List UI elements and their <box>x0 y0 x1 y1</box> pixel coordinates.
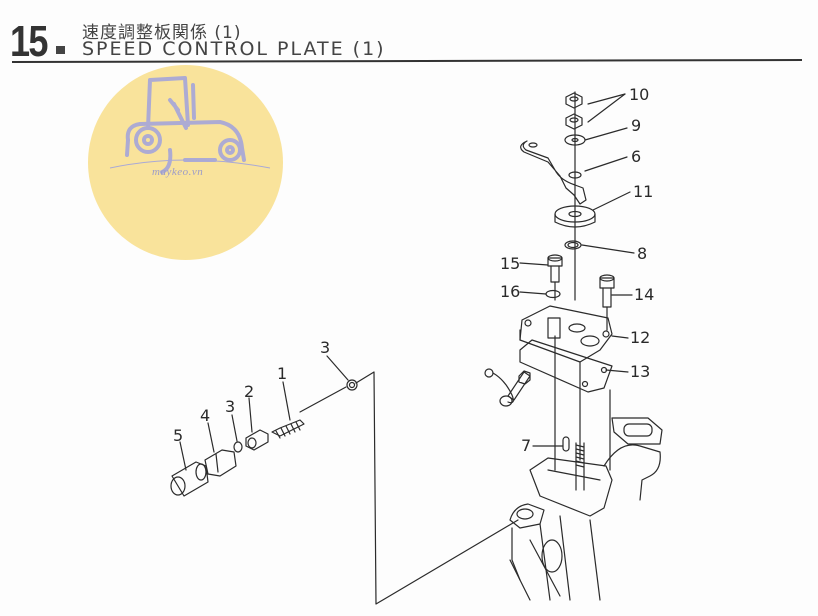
section-number-dot <box>56 46 65 54</box>
title-japanese: 速度調整板関係 (1) <box>82 23 242 43</box>
callout-5[interactable]: 5 <box>173 426 184 445</box>
callout-14[interactable]: 14 <box>634 285 655 304</box>
callout-9[interactable]: 9 <box>631 116 642 135</box>
callout-11[interactable]: 11 <box>633 182 654 201</box>
callout-4[interactable]: 4 <box>200 406 211 425</box>
title-english: SPEED CONTROL PLATE (1) <box>82 38 386 60</box>
callout-6[interactable]: 6 <box>631 147 642 166</box>
callout-8[interactable]: 8 <box>637 244 648 263</box>
callout-3-right[interactable]: 3 <box>320 338 331 357</box>
section-number: 15 <box>10 17 48 66</box>
callout-2[interactable]: 2 <box>244 382 255 401</box>
callout-15[interactable]: 15 <box>500 254 521 273</box>
callout-13[interactable]: 13 <box>630 362 651 381</box>
callout-16[interactable]: 16 <box>500 282 521 301</box>
callout-3-left[interactable]: 3 <box>225 397 236 416</box>
callout-7[interactable]: 7 <box>521 436 532 455</box>
callout-12[interactable]: 12 <box>630 328 651 347</box>
callout-1[interactable]: 1 <box>277 364 288 383</box>
watermark-text: maykeo.vn <box>152 166 204 178</box>
callout-10[interactable]: 10 <box>629 85 650 104</box>
nut-10 <box>565 92 583 130</box>
